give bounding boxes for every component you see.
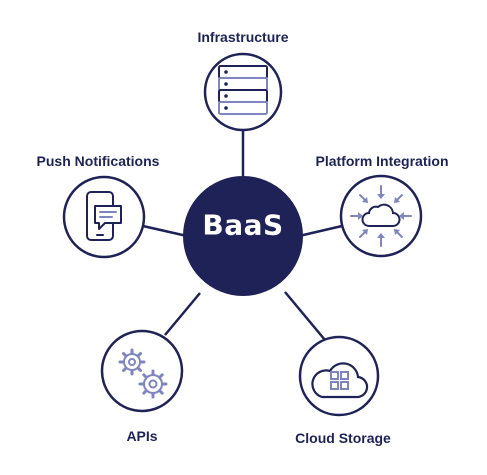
node-circle-apis bbox=[100, 329, 184, 413]
node-infrastructure bbox=[203, 52, 283, 132]
connector-cloud-storage bbox=[284, 291, 326, 341]
node-cloud-storage bbox=[298, 335, 380, 417]
hub-label: BaaS bbox=[202, 208, 284, 242]
label-platform-integration: Platform Integration bbox=[315, 153, 449, 169]
label-infrastructure: Infrastructure bbox=[197, 29, 289, 45]
node-push-notifications bbox=[62, 175, 146, 259]
label-apis: APIs bbox=[126, 428, 158, 444]
hub-circle bbox=[183, 176, 303, 296]
connector-apis bbox=[164, 292, 201, 336]
server-rack-icon bbox=[218, 65, 268, 115]
cloud-grid-icon bbox=[311, 362, 369, 399]
phone-message-icon bbox=[86, 191, 122, 241]
gears-icon bbox=[118, 348, 168, 399]
node-circle-infrastructure bbox=[203, 52, 283, 132]
node-apis bbox=[100, 329, 184, 413]
cloud-arrows-icon bbox=[350, 185, 412, 247]
connector-platform-integration bbox=[298, 224, 343, 238]
connectors bbox=[142, 130, 343, 341]
label-push-notifications: Push Notifications bbox=[36, 153, 160, 169]
label-cloud-storage: Cloud Storage bbox=[295, 430, 391, 446]
node-platform-integration bbox=[339, 174, 423, 258]
connector-push-notifications bbox=[142, 224, 188, 238]
